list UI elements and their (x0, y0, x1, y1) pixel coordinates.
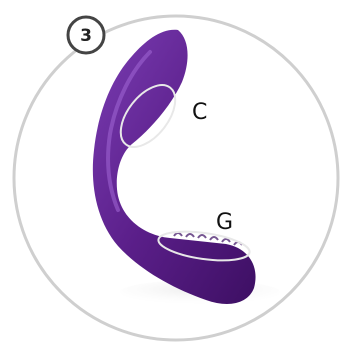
step-badge: 3 (68, 17, 104, 53)
label-c: C (192, 100, 207, 125)
label-g: G (216, 210, 233, 235)
step-number: 3 (80, 26, 92, 46)
